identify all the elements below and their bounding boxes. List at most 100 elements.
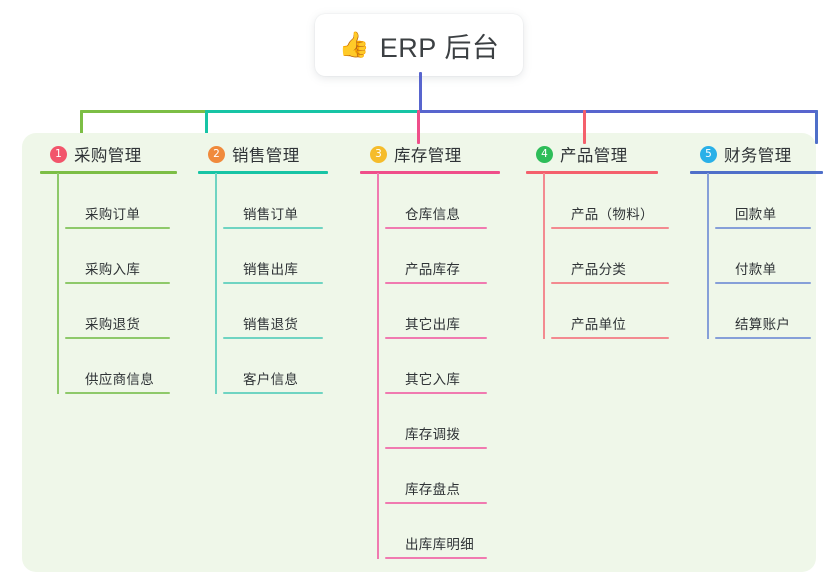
branch-header-rule-1 — [40, 171, 177, 174]
branch-item[interactable]: 库存盘点 — [385, 472, 487, 504]
connector-drop-3 — [417, 110, 420, 144]
branch-header-5[interactable]: 5 财务管理 — [700, 142, 792, 166]
branch-item-rule — [715, 282, 811, 284]
connector-drop-4 — [583, 110, 586, 144]
branch-item[interactable]: 其它入库 — [385, 362, 487, 394]
branch-item[interactable]: 产品分类 — [551, 252, 669, 284]
branch-item[interactable]: 客户信息 — [223, 362, 323, 394]
branch-title-5: 财务管理 — [724, 147, 792, 165]
branch-item-rule — [385, 557, 487, 559]
connector-drop-5 — [815, 110, 818, 144]
branch-item[interactable]: 产品单位 — [551, 307, 669, 339]
branch-item-rule — [385, 337, 487, 339]
branch-badge-4: 4 — [536, 145, 553, 163]
branch-item-rule — [385, 392, 487, 394]
branch-item-rule — [385, 282, 487, 284]
branch-item[interactable]: 回款单 — [715, 197, 811, 229]
branch-item-label: 产品分类 — [571, 262, 627, 277]
branch-header-2[interactable]: 2 销售管理 — [208, 142, 300, 166]
branch-item-label: 其它入库 — [405, 372, 461, 387]
root-node[interactable]: 👍 ERP 后台 — [315, 14, 523, 76]
branch-item-label: 产品（物料） — [571, 207, 654, 222]
branch-item-label: 客户信息 — [243, 372, 299, 387]
branch-item[interactable]: 其它出库 — [385, 307, 487, 339]
branch-badge-1: 1 — [50, 145, 67, 163]
branch-item[interactable]: 库存调拨 — [385, 417, 487, 449]
branch-spine-2 — [215, 173, 217, 394]
branch-item-label: 结算账户 — [735, 317, 791, 332]
connector-bus-teal — [205, 110, 420, 113]
branch-item-rule — [65, 337, 170, 339]
branch-header-rule-4 — [526, 171, 658, 174]
connector-root-stem — [419, 72, 422, 112]
thumbs-up-icon: 👍 — [338, 30, 370, 59]
branch-item-label: 销售出库 — [243, 262, 299, 277]
branch-item-rule — [715, 337, 811, 339]
branch-item-rule — [551, 337, 669, 339]
branch-spine-5 — [707, 173, 709, 339]
branch-spine-1 — [57, 173, 59, 394]
branch-item-label: 供应商信息 — [85, 372, 154, 387]
branch-item-rule — [65, 227, 170, 229]
branch-item[interactable]: 供应商信息 — [65, 362, 170, 394]
branch-item-label: 采购入库 — [85, 262, 141, 277]
branch-title-4: 产品管理 — [560, 147, 628, 165]
root-node-label: ERP 后台 — [379, 32, 500, 63]
connector-drop-2 — [205, 110, 208, 144]
branch-item[interactable]: 采购入库 — [65, 252, 170, 284]
branch-item-rule — [223, 282, 323, 284]
branch-item-label: 仓库信息 — [405, 207, 461, 222]
connector-bus-indigo — [418, 110, 818, 113]
branch-item-label: 出库库明细 — [405, 537, 474, 552]
branch-header-rule-3 — [360, 171, 500, 174]
branch-item-rule — [385, 502, 487, 504]
branch-item-rule — [223, 227, 323, 229]
branch-item-rule — [65, 392, 170, 394]
branch-item[interactable]: 采购订单 — [65, 197, 170, 229]
branch-item-label: 回款单 — [735, 207, 777, 222]
branch-item[interactable]: 结算账户 — [715, 307, 811, 339]
branch-item-label: 产品库存 — [405, 262, 461, 277]
branch-item-label: 库存调拨 — [405, 427, 461, 442]
branch-item[interactable]: 销售订单 — [223, 197, 323, 229]
branch-item-label: 采购退货 — [85, 317, 141, 332]
branch-spine-4 — [543, 173, 545, 339]
branch-badge-5: 5 — [700, 145, 717, 163]
branch-item-rule — [65, 282, 170, 284]
branch-item-label: 销售退货 — [243, 317, 299, 332]
branch-item-rule — [715, 227, 811, 229]
branch-item[interactable]: 销售出库 — [223, 252, 323, 284]
branch-header-4[interactable]: 4 产品管理 — [536, 142, 628, 166]
branch-item-label: 产品单位 — [571, 317, 627, 332]
branch-item[interactable]: 产品（物料） — [551, 197, 669, 229]
branch-header-1[interactable]: 1 采购管理 — [50, 142, 142, 166]
branch-item-label: 库存盘点 — [405, 482, 461, 497]
branch-item[interactable]: 销售退货 — [223, 307, 323, 339]
branch-item-rule — [385, 447, 487, 449]
connector-bus-green — [80, 110, 207, 113]
branch-item-rule — [551, 227, 669, 229]
branch-item[interactable]: 产品库存 — [385, 252, 487, 284]
branch-item-rule — [385, 227, 487, 229]
branch-title-1: 采购管理 — [74, 147, 142, 165]
branch-item-rule — [223, 337, 323, 339]
branch-item-rule — [551, 282, 669, 284]
branch-spine-3 — [377, 173, 379, 559]
branch-item-label: 销售订单 — [243, 207, 299, 222]
branch-title-2: 销售管理 — [232, 147, 300, 165]
branch-title-3: 库存管理 — [394, 147, 462, 165]
connector-drop-1 — [80, 110, 83, 144]
branch-header-rule-5 — [690, 171, 823, 174]
branch-item[interactable]: 出库库明细 — [385, 527, 487, 559]
branch-item[interactable]: 采购退货 — [65, 307, 170, 339]
branch-item-rule — [223, 392, 323, 394]
branch-item-label: 付款单 — [735, 262, 777, 277]
branch-badge-2: 2 — [208, 145, 225, 163]
branch-item[interactable]: 仓库信息 — [385, 197, 487, 229]
branch-item[interactable]: 付款单 — [715, 252, 811, 284]
branch-header-rule-2 — [198, 171, 328, 174]
branch-item-label: 其它出库 — [405, 317, 461, 332]
branches-panel: 1 采购管理采购订单采购入库采购退货供应商信息 2 销售管理销售订单销售出库销售退货客… — [22, 133, 823, 572]
